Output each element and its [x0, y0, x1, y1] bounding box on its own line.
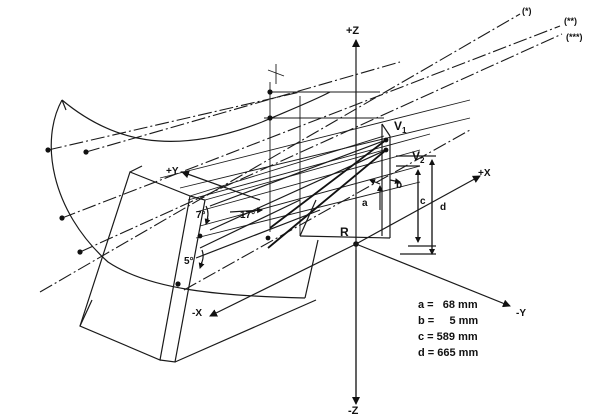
label-dim-a: a — [362, 198, 368, 209]
point-marker — [267, 115, 273, 121]
point-marker — [265, 235, 271, 241]
coordinate-axes — [181, 39, 511, 405]
label-axis-pos-y: +Y — [166, 166, 179, 177]
vehicle-body-box — [79, 135, 385, 363]
label-axis-neg-z: -Z — [348, 405, 359, 416]
label-point-r: R — [340, 225, 349, 239]
axis-neg-y — [355, 243, 511, 308]
point-marker — [45, 147, 51, 153]
label-axis-pos-z: +Z — [346, 25, 359, 37]
label-axis-pos-x: +X — [478, 168, 491, 179]
eye-point-plane — [299, 123, 391, 239]
label-dim-b: b — [396, 180, 402, 191]
label-angle-7: 7° — [196, 210, 206, 221]
spec-line-c: c = 589 mm — [418, 331, 478, 343]
label-dim-c: c — [420, 196, 426, 207]
v2-point — [383, 147, 389, 153]
diagram-labels: (*) (**) (***) +Z -Z +X -X -Y +Y R V1 V2… — [166, 6, 583, 416]
label-dim-d: d — [440, 202, 446, 213]
vision-rays — [195, 139, 387, 259]
label-v2: V2 — [412, 149, 425, 165]
angle-indicators — [198, 205, 263, 269]
point-marker — [175, 281, 181, 287]
point-marker — [83, 149, 89, 155]
label-axis-neg-x: -X — [192, 308, 202, 319]
dimension-lines — [369, 155, 436, 255]
spec-line-d: d = 665 mm — [418, 347, 478, 359]
point-marker — [77, 249, 83, 255]
label-axis-neg-y: -Y — [516, 308, 526, 319]
point-marker — [267, 89, 273, 95]
point-marker — [59, 215, 65, 221]
label-v1: V1 — [394, 119, 407, 135]
label-ref-single: (*) — [522, 6, 532, 16]
v1-point — [383, 137, 389, 143]
reference-lines — [39, 13, 563, 293]
spec-line-b: b = 5 mm — [418, 315, 478, 327]
reference-points — [45, 89, 389, 287]
axis-neg-x — [209, 243, 357, 317]
spec-line-a: a = 68 mm — [418, 299, 478, 311]
label-ref-double: (**) — [564, 16, 577, 26]
label-ref-triple: (***) — [566, 32, 583, 42]
axis-pos-y — [181, 170, 261, 201]
point-marker — [197, 233, 203, 239]
label-angle-17: 17° — [240, 210, 255, 221]
dimension-specs: a = 68 mm b = 5 mm c = 589 mm d = 665 mm — [418, 299, 478, 359]
label-angle-5: 5° — [184, 256, 194, 267]
